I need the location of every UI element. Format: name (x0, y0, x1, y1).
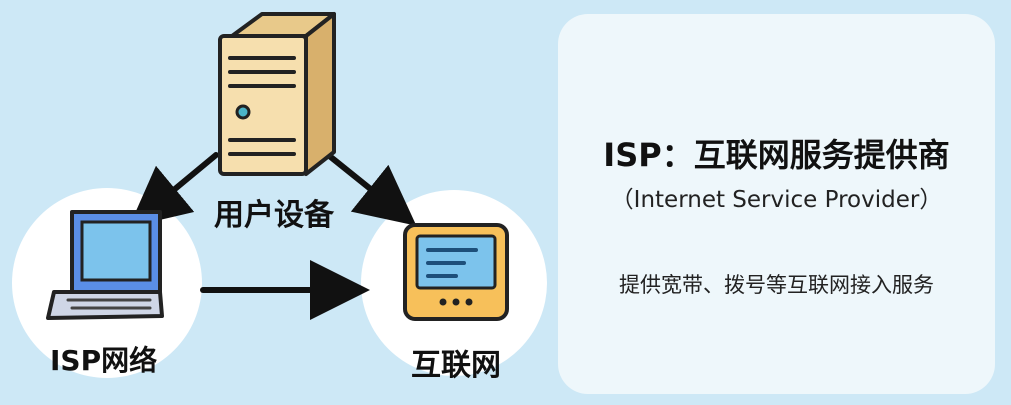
edge-user-device-to-internet (319, 147, 417, 226)
user-device-label: 用户设备 (214, 198, 334, 233)
isp-network-label: ISP网络 (50, 344, 158, 377)
info-subtitle: （Internet Service Provider） (610, 187, 943, 213)
info-description: 提供宽带、拨号等互联网接入服务 (619, 273, 934, 297)
server-tower-icon (218, 12, 336, 176)
edge-user-device-to-isp-network (128, 152, 219, 228)
internet-label: 互联网 (411, 348, 501, 383)
info-title: ISP：互联网服务提供商 (603, 136, 950, 174)
info-card: ISP：互联网服务提供商 （Internet Service Provider）… (558, 14, 995, 394)
monitor-icon (403, 223, 509, 321)
laptop-icon (46, 210, 164, 320)
